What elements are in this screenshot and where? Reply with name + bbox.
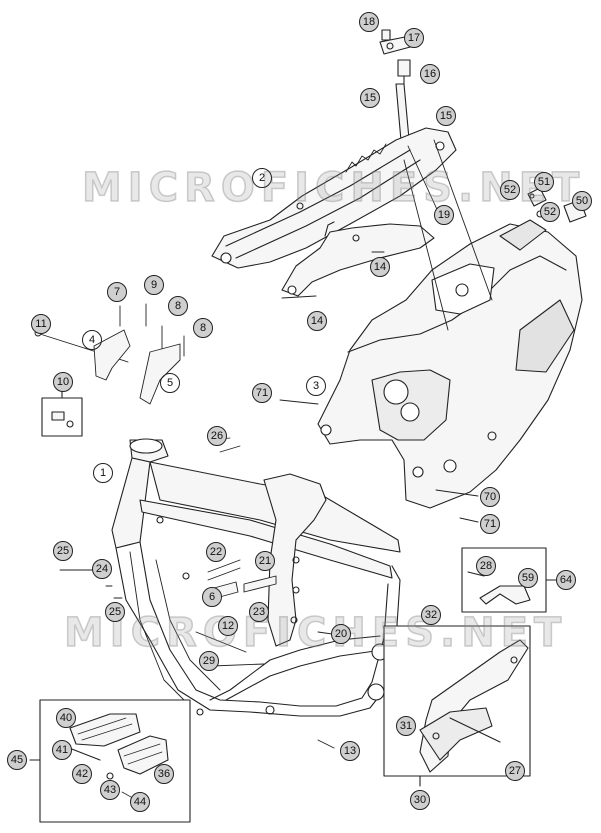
part-10-box: [41, 389, 83, 437]
callout-71-lower: 71: [480, 514, 500, 534]
callout-12: 12: [218, 616, 238, 636]
callout-16: 16: [420, 64, 440, 84]
callout-29: 29: [199, 651, 219, 671]
callout-27: 27: [505, 761, 525, 781]
callout-64: 64: [556, 570, 576, 590]
watermark-upper: MICROFICHES.NET: [81, 164, 586, 212]
callout-22: 22: [206, 542, 226, 562]
callout-26: 26: [207, 426, 227, 446]
callout-4: 4: [82, 330, 102, 350]
callout-21: 21: [255, 551, 275, 571]
callout-51: 51: [534, 172, 554, 192]
part-45-box: [29, 699, 191, 823]
callout-70: 70: [480, 487, 500, 507]
callout-14-lower: 14: [307, 311, 327, 331]
callout-14-upper: 14: [370, 257, 390, 277]
callout-18: 18: [359, 12, 379, 32]
part-64-box: [461, 547, 557, 613]
callout-11: 11: [31, 314, 51, 334]
callout-52-top: 52: [500, 180, 520, 200]
watermark-lower: MICROFICHES.NET: [63, 609, 568, 657]
callout-25-upper: 25: [53, 541, 73, 561]
airbox-rear-frame: [317, 219, 583, 509]
callout-30: 30: [410, 790, 430, 810]
callout-59: 59: [518, 568, 538, 588]
callout-7: 7: [107, 282, 127, 302]
callout-3: 3: [306, 376, 326, 396]
subframe-assembly: [211, 83, 457, 297]
callout-15-left: 15: [360, 88, 380, 108]
callout-36: 36: [154, 764, 174, 784]
callout-8-lower: 8: [193, 318, 213, 338]
callout-8-upper: 8: [168, 296, 188, 316]
callout-9: 9: [144, 275, 164, 295]
callout-71-upper: 71: [252, 383, 272, 403]
callout-13: 13: [340, 741, 360, 761]
callout-31: 31: [396, 716, 416, 736]
callout-45: 45: [7, 750, 27, 770]
callout-10: 10: [53, 372, 73, 392]
part-30-box: [383, 625, 531, 787]
callout-19: 19: [434, 205, 454, 225]
callout-6: 6: [202, 587, 222, 607]
callout-15-right: 15: [436, 106, 456, 126]
callout-40: 40: [56, 708, 76, 728]
callout-1: 1: [93, 463, 113, 483]
callout-43: 43: [100, 780, 120, 800]
callout-17: 17: [404, 28, 424, 48]
callout-24: 24: [92, 559, 112, 579]
callout-41: 41: [52, 740, 72, 760]
callout-20: 20: [331, 624, 351, 644]
callout-32: 32: [421, 605, 441, 625]
callout-28: 28: [476, 556, 496, 576]
callout-44: 44: [130, 792, 150, 812]
callout-23: 23: [249, 602, 269, 622]
callout-50: 50: [572, 191, 592, 211]
callout-25-lower: 25: [105, 602, 125, 622]
callout-52-bottom: 52: [540, 202, 560, 222]
callout-42: 42: [72, 764, 92, 784]
callout-5: 5: [160, 373, 180, 393]
main-frame: [111, 437, 401, 717]
callout-2: 2: [252, 168, 272, 188]
bolts-and-leaders: [34, 139, 493, 749]
